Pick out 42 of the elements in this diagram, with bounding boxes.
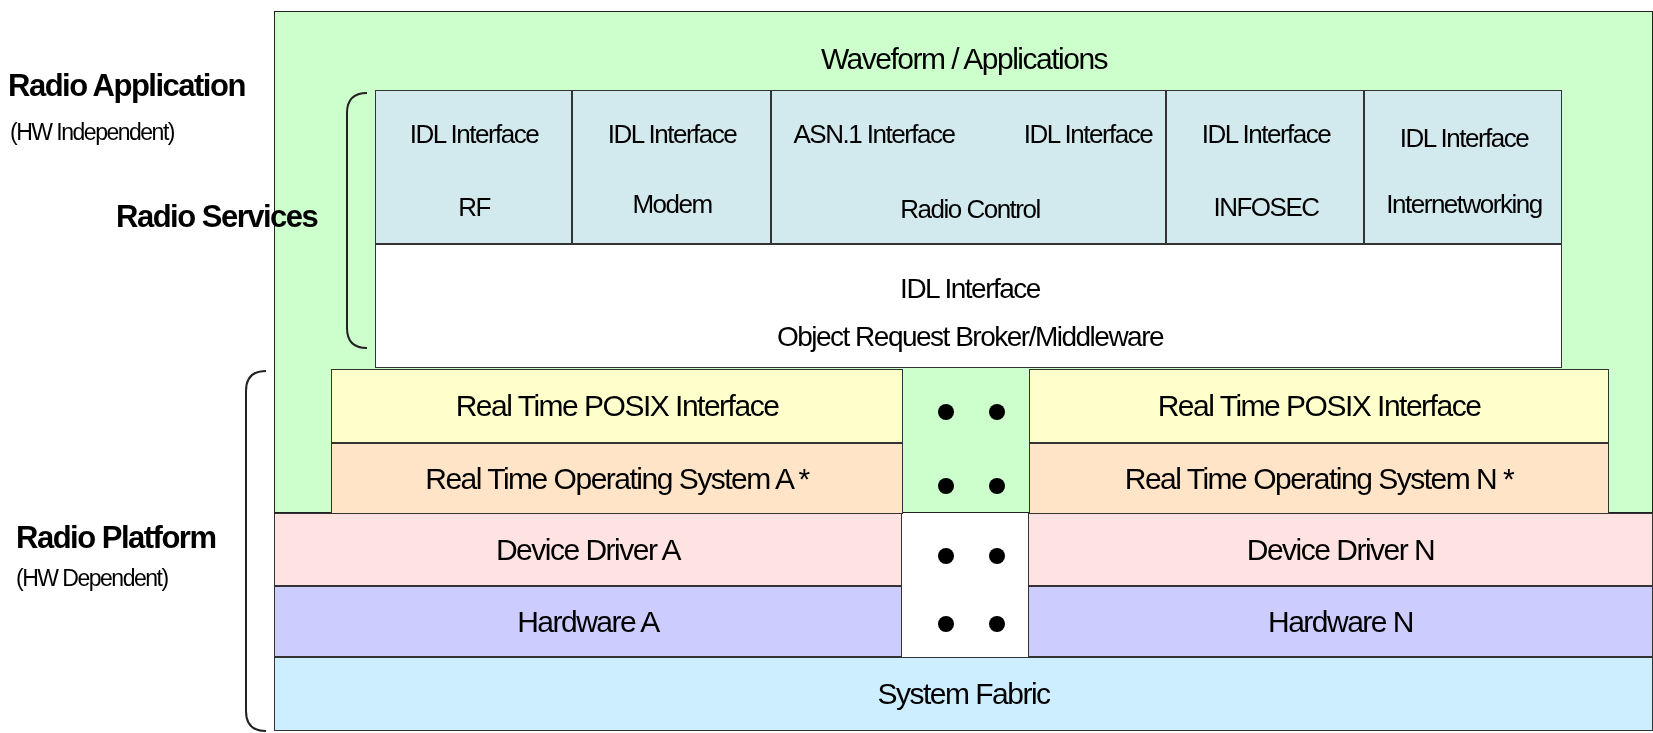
layer-box: [375, 90, 572, 244]
layer-box: [331, 369, 903, 443]
layer-box: [1028, 513, 1653, 586]
layer-label: Real Time POSIX Interface: [455, 389, 779, 423]
layer-label: Modem: [632, 188, 712, 220]
layer-label: Device Driver N: [1246, 532, 1435, 567]
layer-box: [1029, 369, 1609, 443]
layer-box: [274, 513, 902, 586]
layer-label: IDL Interface: [409, 118, 539, 150]
layer-box: [274, 657, 1653, 731]
layer-box: [572, 90, 771, 244]
layer-label: INFOSEC: [1213, 191, 1319, 223]
layer-box: [375, 244, 1562, 368]
layer-box: [274, 586, 902, 657]
layer-box: [771, 90, 1166, 244]
side-note: (HW Independent): [10, 118, 174, 146]
layer-label: IDL Interface: [900, 273, 1040, 305]
layer-box: [1166, 90, 1364, 244]
layer-label: Real Time Operating System A *: [425, 461, 809, 496]
layer-box: [331, 443, 903, 514]
layer-box: [1029, 443, 1609, 514]
side-note: (HW Dependent): [16, 564, 168, 592]
layer-label: Internetworking: [1386, 188, 1542, 220]
layer-label: Waveform / Applications: [820, 42, 1108, 76]
layer-label: IDL Interface: [1399, 122, 1529, 154]
layer-label: Radio Control: [900, 193, 1040, 225]
layer-label: Real Time Operating System N *: [1124, 461, 1514, 496]
layer-label: ASN.1 Interface: [793, 118, 955, 150]
layer-label: Hardware N: [1267, 604, 1414, 639]
layer-label: Device Driver A: [495, 532, 681, 567]
layer-label: RF: [458, 191, 490, 223]
layer-label: Real Time POSIX Interface: [1157, 389, 1481, 423]
layer-label: IDL Interface: [607, 118, 737, 150]
layer-label: Hardware A: [517, 604, 659, 639]
layer-label: Object Request Broker/Middleware: [776, 321, 1164, 353]
layer-label: System Fabric: [877, 677, 1050, 711]
side-heading: Radio Platform: [16, 520, 216, 556]
layer-label: IDL Interface: [1201, 118, 1331, 150]
layer-label: IDL Interface: [1023, 118, 1153, 150]
side-heading: Radio Application: [8, 68, 245, 104]
layer-box: [1028, 586, 1653, 657]
layer-box: [1364, 90, 1562, 244]
